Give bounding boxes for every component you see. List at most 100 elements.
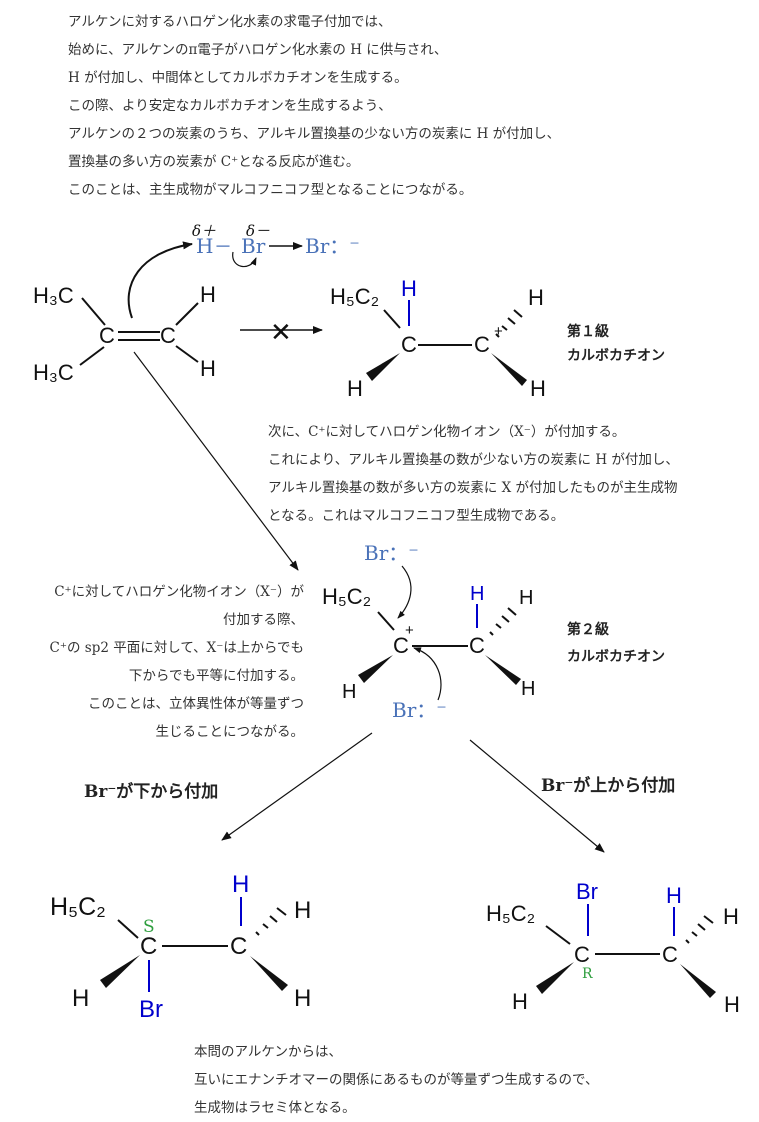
intro-line: H が付加し、中間体としてカルボカチオンを生成する。	[68, 70, 408, 86]
step2-paragraph: 次に、C⁺に対してハロゲン化物イオン（X⁻）が付加する。 これにより、アルキル置…	[268, 418, 679, 530]
product-s-h-hash: H	[294, 897, 311, 924]
intro-line: このことは、主生成物がマルコフニコフ型となることにつながる。	[68, 182, 473, 198]
curly-arrow-pi-to-h	[127, 241, 193, 319]
delta-plus-label: δ＋	[192, 222, 216, 240]
secondary-label-line1: 第２級	[567, 621, 609, 638]
primary-h-wedge: H	[347, 376, 363, 401]
product-s-c2: C	[230, 933, 247, 960]
product-s-bond-et	[117, 919, 139, 939]
primary-carbocation: H₅C₂ H C H C + H H	[330, 276, 546, 401]
conclusion-line: 互いにエナンチオマーの関係にあるものが等量ずつ生成するので、	[194, 1072, 599, 1088]
primary-c1: C	[401, 332, 417, 357]
product-r-bond-et	[545, 925, 571, 945]
product-r-c2: C	[662, 942, 678, 967]
branch-arrow-right	[469, 739, 605, 853]
intro-line: アルケンの２つの炭素のうち、アルキル置換基の少ない方の炭素に H が付加し、	[68, 126, 561, 142]
hbr-h-atom: H	[196, 234, 213, 258]
alkene-c2: C	[160, 323, 176, 348]
primary-h-wedge2: H	[530, 376, 546, 401]
primary-h-added: H	[401, 276, 417, 301]
alkene-bond-h1	[175, 302, 199, 326]
product-s-wedge-h2	[250, 956, 288, 991]
hbr-dash: －	[214, 237, 232, 258]
alkene-c1: C	[99, 323, 115, 348]
step2-line: これにより、アルキル置換基の数が少ない方の炭素に H が付加し、	[268, 452, 679, 468]
main-pathway-arrow	[133, 351, 299, 571]
product-s-c1: C	[140, 933, 157, 960]
alkene-bond-me2	[79, 346, 105, 366]
side-line: C⁺に対してハロゲン化物イオン（X⁻）が	[54, 584, 304, 600]
product-r-br: Br	[576, 879, 598, 904]
primary-c2: C	[474, 332, 490, 357]
primary-label-line1: 第１級	[567, 323, 609, 340]
bromide-ion-upper: Br：⁻	[364, 541, 419, 565]
secondary-h5c2: H₅C₂	[322, 584, 371, 609]
hbr-reagent: δ＋ δ－ H － Br Br：⁻	[127, 222, 360, 319]
alkene-bond-h2	[175, 345, 199, 363]
conclusion-paragraph: 本問のアルケンからは、 互いにエナンチオマーの関係にあるものが等量ずつ生成するの…	[194, 1038, 598, 1122]
intro-line: アルケンに対するハロゲン化水素の求電子付加では、	[68, 14, 392, 30]
product-r-h-wedge2: H	[724, 992, 740, 1017]
cross-mark: ✕	[270, 318, 292, 348]
attack-arrow-from-bottom	[413, 647, 442, 701]
product-r-enantiomer: Br H₅C₂ C R H C H H H	[486, 879, 740, 1017]
product-s-wedge-h	[100, 955, 140, 988]
conclusion-line: 生成物はラセミ体となる。	[194, 1100, 356, 1116]
attack-arrow-from-top	[397, 565, 412, 619]
secondary-plus-charge: +	[405, 622, 414, 639]
secondary-wedge-h	[358, 655, 393, 683]
alkene-h-top: H	[200, 282, 216, 307]
secondary-h-added: H	[470, 583, 484, 605]
primary-wedge-h2	[491, 353, 527, 386]
secondary-h-hash: H	[519, 587, 533, 609]
product-s-br: Br	[139, 996, 163, 1023]
secondary-c2: C	[469, 633, 485, 658]
product-s-enantiomer: H₅C₂ S C H Br C H H H	[50, 871, 311, 1023]
side-line: C⁺の sp2 平面に対して、X⁻は上からでも	[49, 640, 304, 656]
side-line: 下からでも平等に付加する。	[128, 668, 304, 684]
side-line: 生じることにつながる。	[155, 724, 305, 740]
alkene-h3c-top: H₃C	[33, 283, 74, 308]
stereo-r-label: R	[582, 966, 593, 982]
product-s-h-wedge: H	[72, 985, 89, 1012]
intro-paragraph: アルケンに対するハロゲン化水素の求電子付加では、 始めに、アルケンのπ電子がハロ…	[68, 8, 560, 204]
product-r-wedge-h	[536, 962, 574, 994]
secondary-c1: C	[393, 633, 409, 658]
primary-h5c2: H₅C₂	[330, 284, 379, 309]
side-line: 付加する際、	[223, 612, 304, 628]
from-below-label: Br⁻が下から付加	[84, 781, 218, 802]
product-r-h-hash: H	[723, 904, 739, 929]
primary-wedge-h	[366, 353, 400, 381]
product-s-hash-bond	[255, 907, 287, 936]
secondary-h-wedge2: H	[521, 678, 535, 700]
delta-minus-label: δ－	[246, 222, 270, 240]
product-r-h-wedge: H	[512, 989, 528, 1014]
primary-h-hash: H	[528, 285, 544, 310]
secondary-h-wedge: H	[342, 681, 356, 703]
conclusion-line: 本問のアルケンからは、	[194, 1044, 342, 1060]
bromide-ion-top: Br：⁻	[305, 234, 360, 258]
primary-label-line2: カルボカチオン	[567, 348, 665, 364]
branch-arrow-left	[221, 732, 373, 841]
alkene-bond-me1	[81, 297, 106, 326]
primary-plus-charge: +	[494, 323, 503, 340]
secondary-carbocation: H₅C₂ C + H C H H H	[322, 583, 535, 703]
product-r-h-added: H	[666, 883, 682, 908]
side-paragraph: C⁺に対してハロゲン化物イオン（X⁻）が 付加する際、 C⁺の sp2 平面に対…	[50, 578, 304, 746]
intro-line: 始めに、アルケンのπ電子がハロゲン化水素の H に供与され、	[68, 42, 448, 58]
bromide-ion-lower: Br：⁻	[392, 698, 447, 722]
stereo-s-label: S	[143, 917, 155, 937]
intro-line: この際、より安定なカルボカチオンを生成するよう、	[68, 98, 392, 114]
curly-arrow-bond-to-br	[232, 251, 257, 268]
alkene-h3c-bottom: H₃C	[33, 360, 74, 385]
step2-line: 次に、C⁺に対してハロゲン化物イオン（X⁻）が付加する。	[268, 424, 626, 440]
step2-line: アルキル置換基の数が多い方の炭素に X が付加したものが主生成物	[268, 480, 678, 496]
product-r-hash-bond	[685, 915, 714, 944]
product-s-h-wedge2: H	[294, 985, 311, 1012]
product-r-h5c2: H₅C₂	[486, 901, 535, 926]
hbr-br-atom: Br	[241, 234, 266, 258]
secondary-label-line2: カルボカチオン	[567, 649, 665, 665]
secondary-hash-bond	[489, 607, 517, 636]
intro-line: 置換基の多い方の炭素が C⁺となる反応が進む。	[68, 154, 360, 170]
